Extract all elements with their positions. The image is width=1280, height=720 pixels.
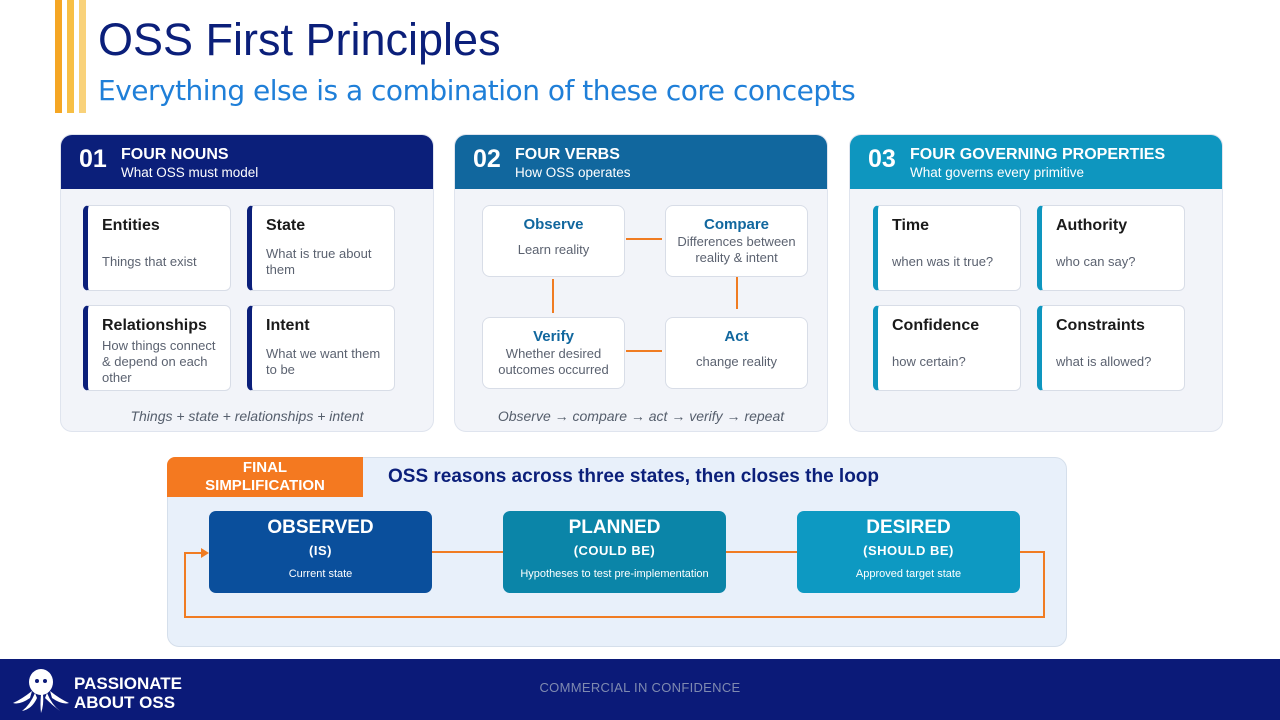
card-desc: what is allowed? [1056,354,1152,369]
connector-observe-compare [626,238,662,240]
card-authority: Authority who can say? [1037,205,1185,291]
verb-title: Act [724,328,749,345]
final-simplification-tag: FINAL SIMPLIFICATION [167,457,363,497]
loop-arrowhead [201,548,209,558]
card-constraints: Constraints what is allowed? [1037,305,1185,391]
page-title: OSS First Principles [98,14,501,65]
panel-governing-properties: 03 FOUR GOVERNING PROPERTIES What govern… [849,134,1223,432]
verb-act: Act change reality [665,317,808,389]
card-desc: who can say? [1056,254,1136,269]
confidentiality-label: COMMERCIAL IN CONFIDENCE [539,680,741,695]
state-desc: Hypotheses to test pre-implementation [520,568,709,580]
card-intent: Intent What we want them to be [247,305,395,391]
panel-header: 02 FOUR VERBS How OSS operates [455,135,827,189]
panel-subtitle: What OSS must model [121,165,259,180]
panel-title: FOUR VERBS [515,146,620,163]
state-tag: (COULD BE) [573,543,656,558]
card-title: Relationships [102,317,207,334]
verb-desc: change reality [696,354,777,369]
card-entities: Entities Things that exist [83,205,231,291]
panel-title: FOUR GOVERNING PROPERTIES [910,146,1166,163]
card-title: State [266,217,306,234]
state-name: OBSERVED [267,517,374,538]
card-desc: What we want them to be [266,346,381,377]
connector-observe-verify [552,279,554,313]
panel-subtitle: How OSS operates [515,165,631,180]
state-observed: OBSERVED (IS) Current state [209,511,432,593]
tag-line-1: FINAL [242,459,288,476]
card-title: Entities [102,217,160,234]
panel-title: FOUR NOUNS [121,146,229,163]
footer-bar: PASSIONATE ABOUT OSS COMMERCIAL IN CONFI… [0,659,1280,720]
card-title: Time [892,217,930,234]
panel-subtitle: What governs every primitive [910,165,1085,180]
state-desc: Approved target state [855,568,962,580]
panel-number: 03 [868,145,896,173]
card-state: State What is true about them [247,205,395,291]
card-title: Intent [266,317,310,334]
verb-desc: Differences between reality & intent [677,234,796,265]
verb-desc: Learn reality [517,242,590,257]
verb-observe: Observe Learn reality [482,205,625,277]
final-heading: OSS reasons across three states, then cl… [388,466,880,487]
state-planned: PLANNED (COULD BE) Hypotheses to test pr… [503,511,726,593]
panel-footer: Things + state + relationships + intent [130,408,364,424]
card-confidence: Confidence how certain? [873,305,1021,391]
card-desc: when was it true? [892,254,994,269]
verb-title: Verify [533,328,574,345]
card-desc: How things connect & depend on each othe… [102,338,216,385]
panel-footer: Observe → compare → act → verify → repea… [497,408,785,424]
panel-number: 02 [473,145,501,173]
connector-verify-act [626,350,662,352]
panel-four-nouns: 01 FOUR NOUNS What OSS must model Entiti… [60,134,434,432]
panel-header: 01 FOUR NOUNS What OSS must model [61,135,433,189]
connector-compare-act [736,277,738,309]
card-desc: Things that exist [102,254,197,269]
card-desc: how certain? [892,354,966,369]
card-desc: What is true about them [266,246,372,277]
panel-number: 01 [79,145,107,173]
state-desired: DESIRED (SHOULD BE) Approved target stat… [797,511,1020,593]
verb-compare: Compare Differences between reality & in… [665,205,808,277]
verb-title: Observe [523,216,584,233]
verb-verify: Verify Whether desired outcomes occurred [482,317,625,389]
verb-desc: Whether desired outcomes occurred [498,346,609,377]
brand-line-2: ABOUT OSS [74,693,176,712]
panel-header: 03 FOUR GOVERNING PROPERTIES What govern… [850,135,1222,189]
octopus-logo-icon [13,669,69,713]
page-subtitle: Everything else is a combination of thes… [98,74,856,107]
brand-name: PASSIONATE ABOUT OSS [74,674,182,712]
state-tag: (SHOULD BE) [863,543,954,558]
loop-return-line [184,551,1045,618]
state-desc: Current state [288,568,353,580]
card-time: Time when was it true? [873,205,1021,291]
card-title: Authority [1056,217,1128,234]
verb-title: Compare [703,216,770,233]
state-name: DESIRED [866,517,951,538]
card-title: Confidence [892,317,980,334]
state-name: PLANNED [568,517,661,538]
tag-line-2: SIMPLIFICATION [205,477,325,494]
state-tag: (IS) [309,543,332,558]
brand-line-1: PASSIONATE [74,674,182,693]
panel-four-verbs: 02 FOUR VERBS How OSS operates Observe L… [454,134,828,432]
card-relationships: Relationships How things connect & depen… [83,305,231,391]
card-title: Constraints [1056,317,1145,334]
